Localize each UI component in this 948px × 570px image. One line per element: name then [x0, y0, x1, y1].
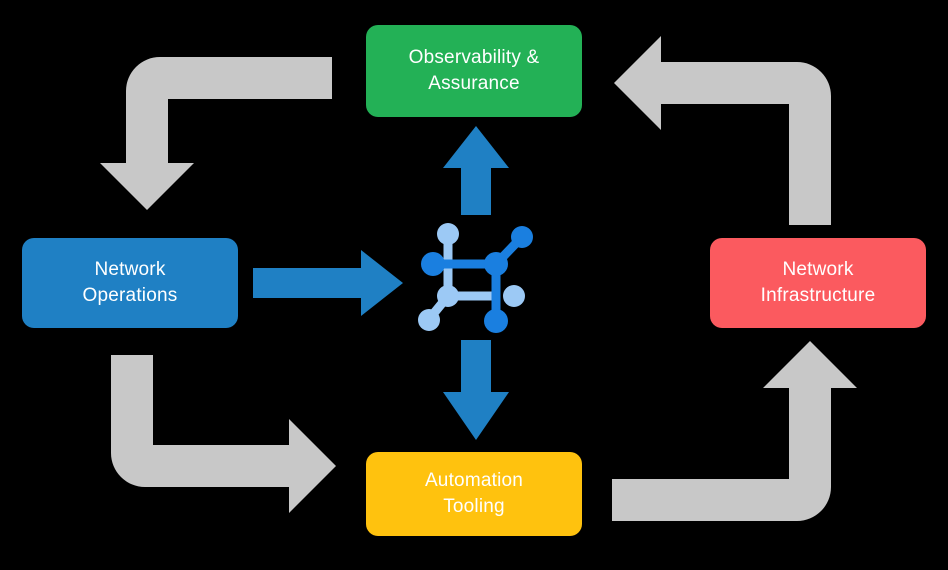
graph-node [503, 285, 525, 307]
graph-node [484, 309, 508, 333]
node-box-automation-tooling[interactable]: Automation Tooling [366, 452, 582, 536]
graph-node [437, 285, 459, 307]
node-label-automation-tooling: Automation Tooling [424, 470, 524, 517]
arrow-network-infrastructure-to-observability [614, 36, 831, 225]
node-box-network-infrastructure[interactable]: Network Infrastructure [710, 238, 926, 328]
graph-node [421, 252, 445, 276]
arrow-center-to-observability [443, 126, 509, 215]
node-label-observability: Observability & Assurance [408, 47, 540, 94]
node-label-network-operations: Network Operations [82, 259, 178, 306]
arrow-observability-to-network-operations [100, 57, 332, 210]
arrow-network-operations-to-automation-tooling [111, 355, 336, 513]
network-graph-icon [418, 223, 533, 333]
node-label-network-infrastructure: Network Infrastructure [760, 259, 876, 306]
node-box-observability[interactable]: Observability & Assurance [366, 25, 582, 117]
node-box-network-operations[interactable]: Network Operations [22, 238, 238, 328]
arrow-to-center-right [253, 250, 403, 316]
arrow-automation-tooling-to-network-infrastructure [612, 341, 857, 521]
graph-node [511, 226, 533, 248]
graph-node [437, 223, 459, 245]
graph-node [484, 252, 508, 276]
graph-node [418, 309, 440, 331]
arrow-center-to-automation-tooling [443, 340, 509, 440]
